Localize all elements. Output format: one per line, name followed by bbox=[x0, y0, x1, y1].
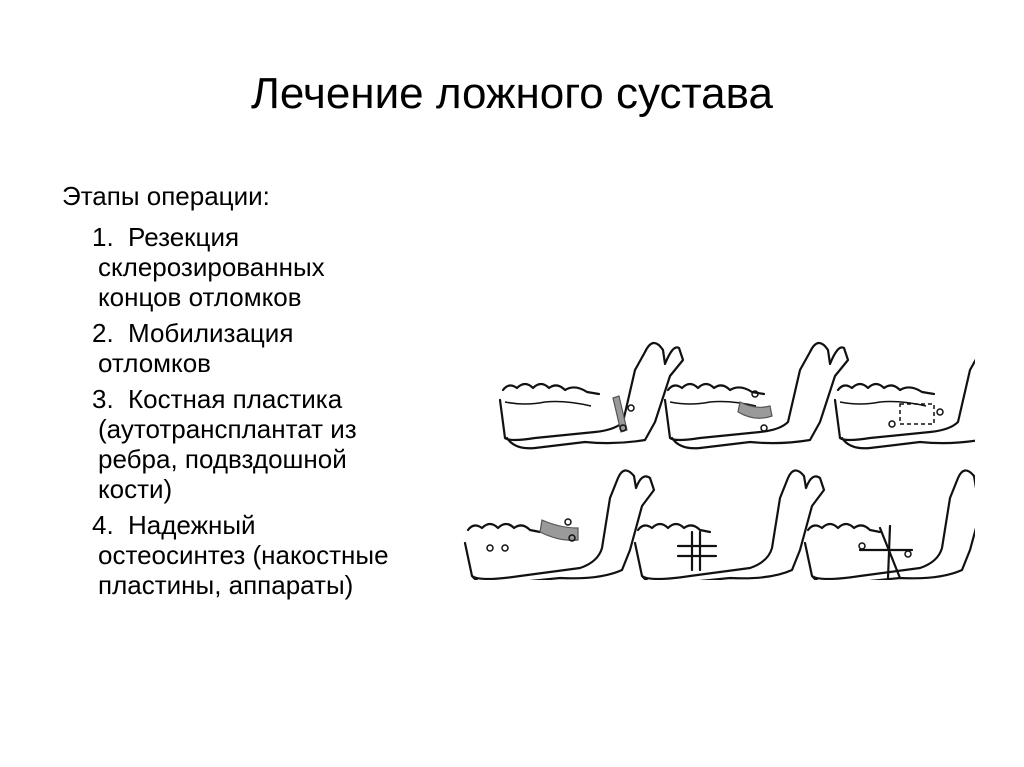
step-text: кости) bbox=[98, 474, 173, 504]
steps-heading: Этапы операции: bbox=[62, 181, 270, 211]
step-text: концов отломков bbox=[98, 282, 302, 312]
step-item-1: 1. Резекция склерозированных концов отлом… bbox=[62, 222, 482, 312]
mandible-figure bbox=[463, 341, 1020, 586]
step-text: склерозированных bbox=[98, 252, 325, 282]
step-text: Костная пластика bbox=[128, 384, 343, 414]
step-number: 3. bbox=[92, 384, 114, 414]
step-text: ребра, подвздошной bbox=[98, 444, 347, 474]
step-text: Надежный bbox=[128, 510, 256, 540]
step-text: пластины, аппараты) bbox=[98, 570, 354, 600]
step-text: Мобилизация bbox=[128, 318, 294, 348]
steps-list: 1. Резекция склерозированных концов отлом… bbox=[62, 222, 482, 606]
step-text: остеосинтез (накостные bbox=[98, 540, 389, 570]
mandible-panel-1 bbox=[498, 341, 685, 450]
step-number: 4. bbox=[92, 510, 114, 540]
step-text: отломков bbox=[98, 348, 211, 378]
step-text: Резекция bbox=[128, 222, 240, 252]
step-item-3: 3.Костная пластика (аутотрансплантат из … bbox=[62, 384, 482, 504]
mandible-panel-6 bbox=[803, 469, 996, 586]
step-item-2: 2. Мобилизация отломков bbox=[62, 318, 482, 378]
step-text: (аутотрансплантат из bbox=[98, 414, 357, 444]
step-item-4: 4. Надежный остеосинтез (накостные пласти… bbox=[62, 510, 482, 600]
step-number: 1. bbox=[92, 222, 114, 252]
mandible-panel-4 bbox=[463, 469, 656, 586]
mandible-illustrations bbox=[455, 330, 1020, 586]
step-number: 2. bbox=[92, 318, 114, 348]
slide-title: Лечение ложного сустава bbox=[251, 69, 773, 118]
mandible-panel-3 bbox=[833, 341, 1020, 450]
mandible-panel-2 bbox=[663, 341, 850, 450]
mandible-panel-5 bbox=[633, 469, 826, 586]
